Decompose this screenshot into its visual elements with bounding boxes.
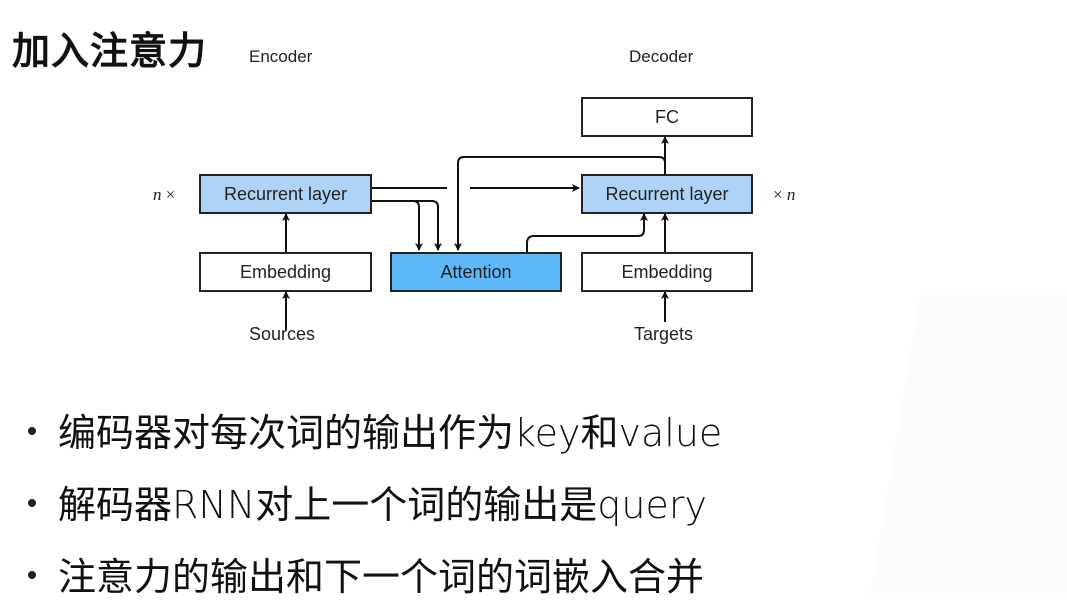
bullet-dot-icon: [28, 499, 36, 507]
attention-block: Attention: [390, 252, 562, 292]
slide-title: 加入注意力: [12, 29, 208, 73]
bullet-text: 解码器RNN对上一个词的输出是query: [58, 482, 707, 527]
sources-label: Sources: [249, 324, 316, 344]
bullet-text: 编码器对每次词的输出作为key和value: [58, 410, 723, 455]
encoder-repeat-label: n ×: [153, 185, 176, 204]
arrow-encoder-to-attention-key: [371, 200, 423, 251]
bullet-item: 解码器RNN对上一个词的输出是query: [28, 465, 722, 537]
decoder-repeat-label: × n: [773, 185, 796, 204]
decoder-recurrent-layer: Recurrent layer: [581, 174, 753, 214]
arrow-encoder-to-attention-value: [413, 200, 442, 251]
decoder-label: Decoder: [629, 47, 694, 66]
encoder-recurrent-layer: Recurrent layer: [199, 174, 372, 214]
bullet-item: 注意力的输出和下一个词的词嵌入合并: [28, 537, 722, 609]
targets-label: Targets: [634, 324, 694, 344]
arrow-attention-to-decoder: [526, 213, 648, 252]
bullet-item: 编码器对每次词的输出作为key和value: [28, 393, 722, 465]
encoder-embedding: Embedding: [199, 252, 372, 292]
decoder-embedding: Embedding: [581, 252, 753, 292]
encoder-label: Encoder: [249, 47, 313, 66]
bullet-dot-icon: [28, 571, 36, 579]
bullet-text: 注意力的输出和下一个词的词嵌入合并: [58, 554, 705, 599]
decoder-fc: FC: [581, 97, 753, 137]
bullet-dot-icon: [28, 427, 36, 435]
bullet-list: 编码器对每次词的输出作为key和value 解码器RNN对上一个词的输出是que…: [28, 393, 722, 609]
